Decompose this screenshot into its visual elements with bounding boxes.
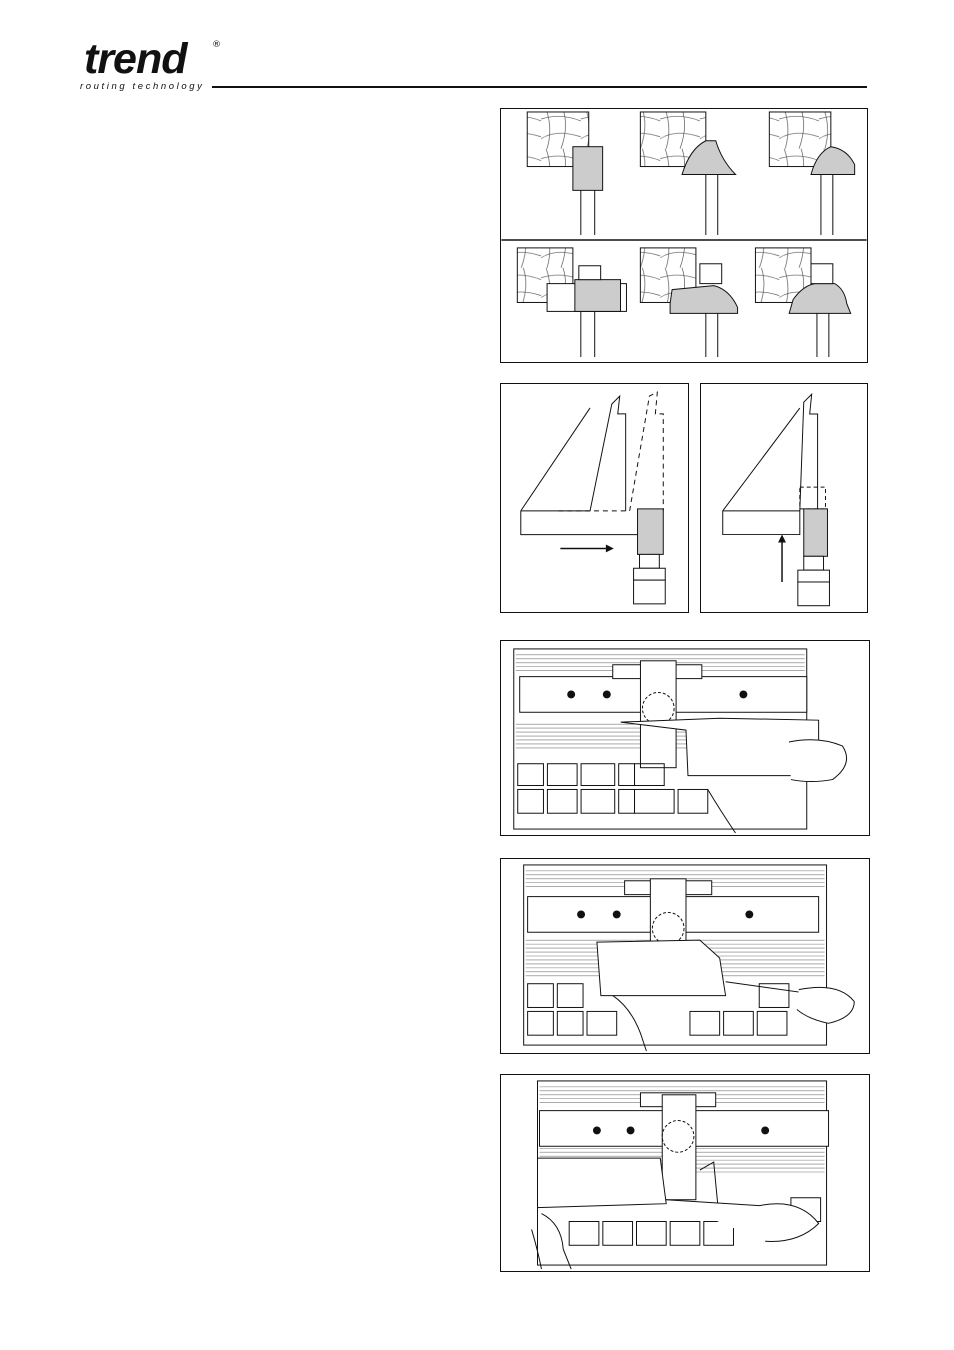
fence-setup-left-figure: [500, 383, 689, 613]
fence-setup-right-drawing: [701, 384, 867, 612]
table-feed-drawing-1: [501, 641, 869, 835]
profile-ovolo: [640, 112, 735, 235]
profile-bead: [769, 112, 854, 235]
brand-wordmark: trend: [84, 35, 187, 83]
table-feed-figure-1: [500, 640, 870, 836]
profile-classical-bearing: [755, 248, 850, 357]
profile-ovolo-bearing: [640, 248, 737, 357]
fence-setup-left-drawing: [501, 384, 688, 612]
cutter-profiles-figure: [500, 108, 868, 363]
brand-logo: trend ®: [84, 38, 187, 81]
header-rule: [212, 86, 867, 88]
brand-tagline: routing technology: [80, 81, 204, 92]
fence-setup-right-figure: [700, 383, 868, 613]
cutter-profiles-drawing: [501, 109, 867, 362]
table-feed-figure-3: [500, 1074, 870, 1272]
table-feed-drawing-3: [501, 1075, 869, 1271]
table-feed-drawing-2: [501, 859, 869, 1053]
profile-rebate-bearing: [517, 248, 626, 357]
table-feed-figure-2: [500, 858, 870, 1054]
registered-mark: ®: [212, 40, 221, 50]
profile-straight: [527, 112, 602, 235]
